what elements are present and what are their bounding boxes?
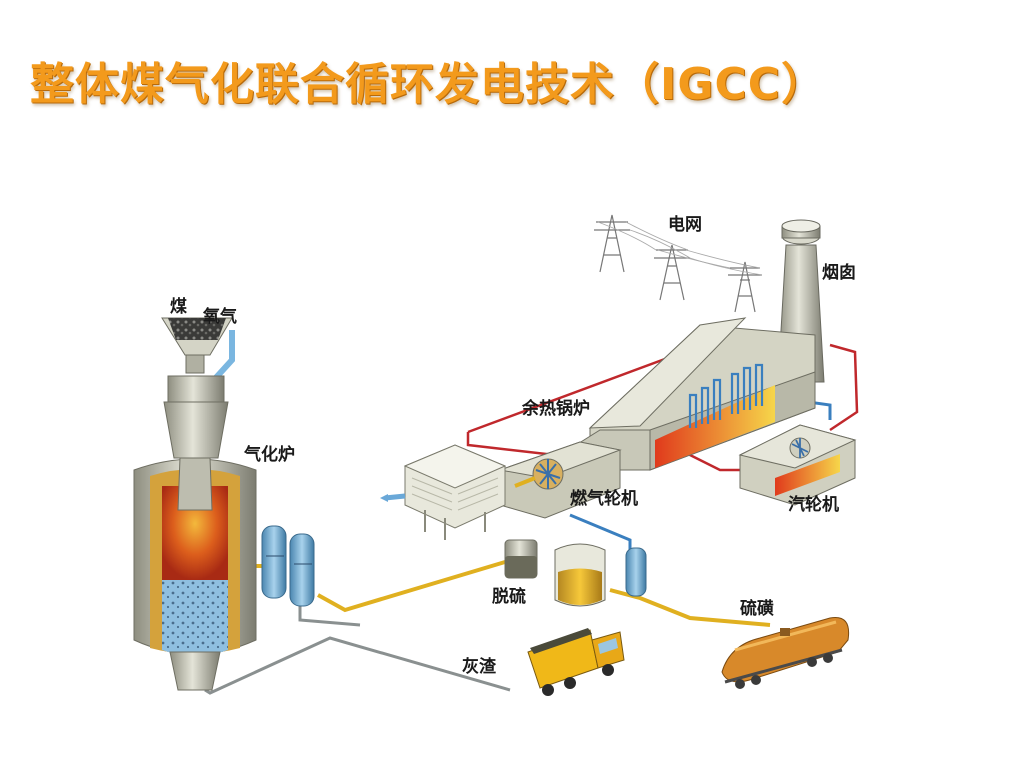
desulfurization-unit	[504, 539, 647, 607]
label-chimney: 烟囱	[822, 262, 856, 283]
coal-hopper	[161, 317, 233, 374]
power-grid-towers	[594, 214, 763, 313]
gas-turbine	[498, 441, 622, 519]
label-ash: 灰渣	[462, 656, 497, 677]
label-grid: 电网	[668, 214, 702, 235]
ash-truck	[527, 628, 625, 696]
ash-pipe	[204, 600, 511, 695]
label-sulfur: 硫磺	[740, 598, 774, 619]
label-hrsg: 余热锅炉	[521, 398, 590, 419]
gas-cleaning-cylinders	[261, 525, 315, 607]
label-desulfurization: 脱硫	[492, 586, 526, 607]
air-intake-house	[380, 444, 507, 540]
label-gas-turbine: 燃气轮机	[570, 488, 638, 509]
label-gasifier: 气化炉	[243, 444, 295, 465]
oxygen-inlet-pipe	[209, 330, 235, 385]
steam-turbine	[738, 424, 857, 506]
label-steam-turbine: 汽轮机	[788, 494, 839, 515]
label-oxygen: 氧气	[202, 306, 237, 327]
slide-title: 整体煤气化联合循环发电技术（IGCC）	[30, 59, 827, 110]
gasifier	[133, 375, 257, 691]
label-coal: 煤	[170, 296, 187, 317]
heat-recovery-boiler	[558, 317, 816, 471]
sulfur-rail-tanker	[721, 616, 850, 689]
